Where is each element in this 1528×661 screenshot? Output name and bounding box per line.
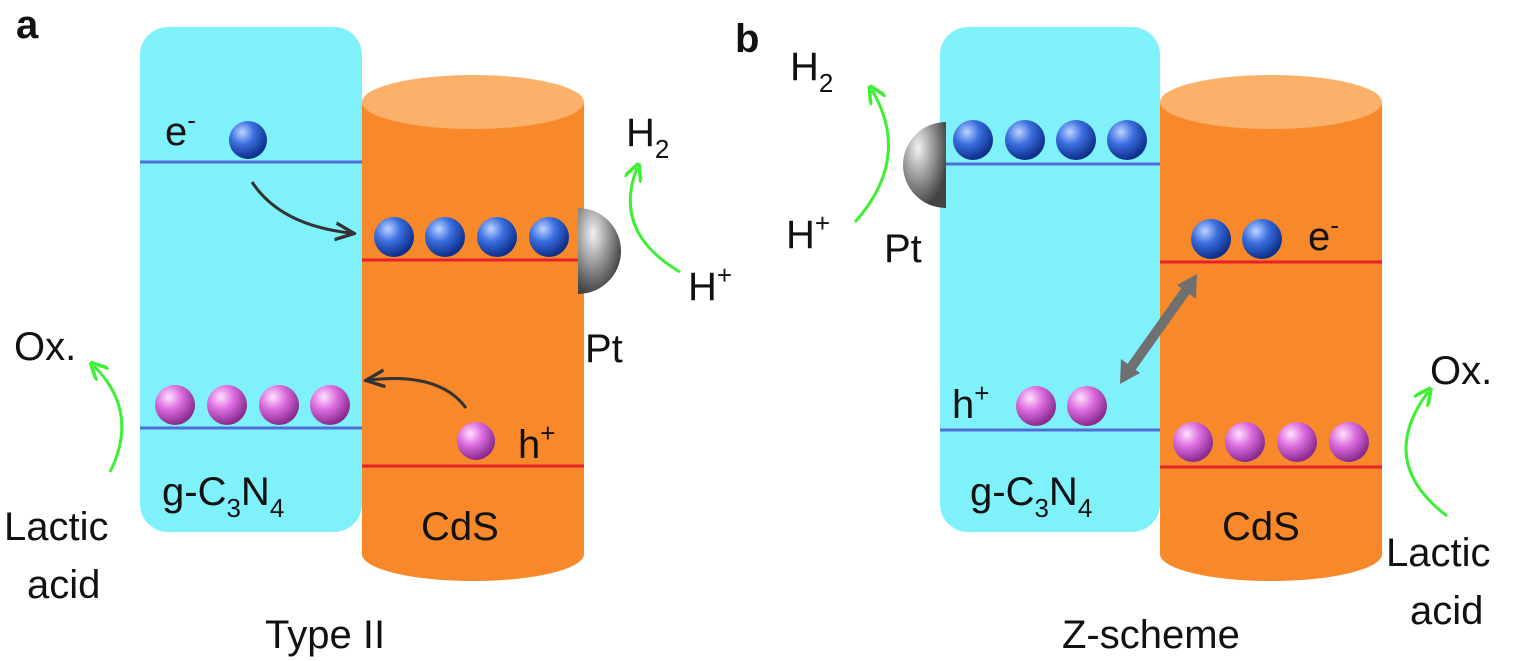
hole (1277, 422, 1317, 462)
hole-transfer-arrow (370, 379, 468, 409)
hole (207, 385, 247, 425)
h2-label: H2 (790, 45, 833, 98)
cds-label: CdS (1222, 505, 1300, 549)
electron-transfer-arrow (250, 181, 350, 233)
pt-label: Pt (585, 327, 623, 371)
cds-cylinder (362, 75, 584, 581)
hole (457, 422, 495, 460)
electron (229, 121, 267, 159)
hole (155, 385, 195, 425)
gcn-block (140, 27, 362, 532)
pt-particle (578, 208, 621, 294)
electron (425, 217, 465, 257)
lactic-label-line1: Lactic (1386, 531, 1491, 575)
h2-label: H2 (626, 111, 669, 164)
electron (1056, 120, 1096, 160)
scheme-label: Z-scheme (1062, 613, 1240, 657)
lactic-label-line2: acid (1410, 589, 1483, 633)
lactic-label-line1: Lactic (4, 505, 109, 549)
electron-label: e- (1308, 210, 1339, 259)
oxidation-arrow (94, 366, 124, 473)
hole (1173, 422, 1213, 462)
electron (477, 217, 517, 257)
electron (1005, 120, 1045, 160)
hole (1016, 386, 1056, 426)
panel-a: a e- Pt H2 H+ (4, 3, 732, 657)
panel-a-letter: a (16, 3, 39, 47)
electron (1242, 219, 1282, 259)
gcn-label: g-C3N4 (970, 470, 1092, 523)
electron-label: e- (165, 105, 196, 154)
electron (1191, 219, 1231, 259)
pt-label: Pt (884, 227, 922, 271)
cds-cylinder (1160, 75, 1382, 581)
lactic-label-line2: acid (27, 563, 100, 607)
hole-label: h+ (952, 378, 989, 427)
electron (374, 217, 414, 257)
panel-b-letter: b (735, 17, 759, 61)
h2-evolution-arrow (630, 168, 681, 274)
cds-label: CdS (421, 505, 499, 549)
recombination-arrow (1120, 274, 1197, 384)
hole (310, 385, 350, 425)
h2-evolution-arrow (853, 90, 890, 223)
gcn-label: g-C3N4 (162, 470, 284, 523)
hplus-label: H+ (688, 260, 732, 309)
electron (953, 120, 993, 160)
oxidation-arrow (1404, 392, 1448, 518)
electron (1107, 120, 1147, 160)
hole (1225, 422, 1265, 462)
hole-label: h+ (518, 418, 555, 467)
scheme-label: Type II (265, 613, 385, 657)
pt-particle (903, 122, 946, 208)
panel-b: b Pt H2 H+ e- (735, 17, 1492, 657)
electron (529, 217, 569, 257)
hole (1329, 422, 1369, 462)
hole (259, 385, 299, 425)
hole (1067, 386, 1107, 426)
hplus-label: H+ (786, 208, 830, 257)
ox-label: Ox. (1430, 349, 1492, 393)
ox-label: Ox. (14, 325, 76, 369)
gcn-block (940, 27, 1160, 532)
